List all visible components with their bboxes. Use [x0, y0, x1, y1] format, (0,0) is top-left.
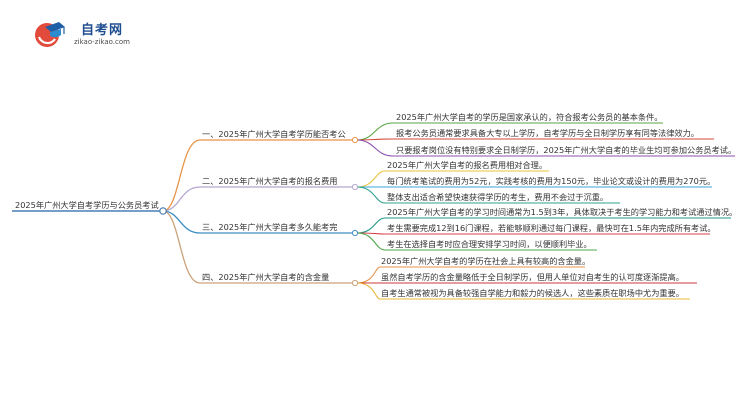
graduation-cap-logo-icon — [35, 22, 65, 47]
connector-b4-leaf-3 — [356, 282, 690, 300]
connector-root-branch-4 — [162, 210, 201, 284]
branch-2-leaf-2: 每门统考笔试的费用为52元，实践考核的费用为150元，毕业论文或设计的费用为27… — [387, 176, 716, 186]
logo-title: 自考网 — [81, 23, 124, 38]
branch-4-end-circle — [351, 279, 359, 287]
connector-b2-leaf-3 — [356, 186, 620, 204]
connector-b1-leaf-3 — [356, 139, 735, 157]
branch-1-leaf-1: 2025年广州大学自考的学历是国家承认的，符合报考公务员的基本条件。 — [396, 112, 663, 122]
branch-2-leaf-3: 整体支出适合希望快速获得学历的考生，费用不会过于沉重。 — [387, 192, 609, 202]
branch-2-leaf-1: 2025年广州大学自考的报名费用相对合理。 — [387, 160, 548, 170]
branch-3-leaf-2: 考生需要完成12到16门课程，若能够顺利通过每门课程，最快可在1.5年内完成所有… — [387, 223, 716, 233]
connector-b3-leaf-3 — [356, 232, 597, 251]
connector-b3-leaf-1 — [356, 217, 731, 234]
branch-1-end-circle — [351, 136, 359, 144]
branch-3-leaf-1: 2025年广州大学自考的学习时间通常为1.5到3年，具体取决于考生的学习能力和考… — [387, 207, 738, 217]
branch-4-leaf-1: 2025年广州大学自考的学历在社会上具有较高的含金量。 — [381, 256, 591, 266]
branch-1-leaf-2: 报考公务员通常要求具备大专以上学历，自考学历与全日制学历享有同等法律效力。 — [396, 128, 699, 138]
root-hub-circle — [159, 207, 167, 215]
branch-3-leaf-3: 考生在选择自考时应合理安排学习时间，以便顺利毕业。 — [387, 239, 592, 249]
branch-1-leaf-3: 只要报考岗位没有特别要求全日制学历，2025年广州大学自考的毕业生均可参加公务员… — [396, 145, 737, 155]
connector-root-branch-1 — [162, 139, 201, 212]
branch-2-end-circle — [351, 183, 359, 191]
connector-b1-leaf-1 — [356, 122, 663, 141]
connector-b3-leaf-2 — [356, 232, 710, 235]
connector-b1-leaf-2 — [356, 138, 714, 141]
branch-3-end-circle — [351, 229, 359, 237]
connector-b4-leaf-1 — [356, 266, 585, 284]
connector-root-branch-2 — [162, 186, 201, 212]
connector-b2-leaf-1 — [356, 170, 549, 188]
root-node: 2025年广州大学自考学历与公务员考试 — [15, 200, 159, 210]
branch-4-label: 四、2025年广州大学自考的含金量 — [202, 272, 330, 282]
branch-2-label: 二、2025年广州大学自考的报名费用 — [202, 176, 338, 186]
branch-4-leaf-3: 自考生通常被视为具备较强自学能力和毅力的候选人，这些素质在职场中尤为重要。 — [381, 288, 684, 298]
site-logo[interactable]: 自考网 zikao-zikao.com — [33, 17, 153, 53]
branch-1-label: 一、2025年广州大学自考学历能否考公 — [202, 129, 346, 139]
branch-3-label: 三、2025年广州大学自考多久能考完 — [202, 222, 338, 232]
branch-4-leaf-2: 虽然自考学历的含金量略低于全日制学历，但用人单位对自考生的认可度逐渐提高。 — [381, 272, 684, 282]
logo-domain: zikao-zikao.com — [74, 38, 130, 46]
